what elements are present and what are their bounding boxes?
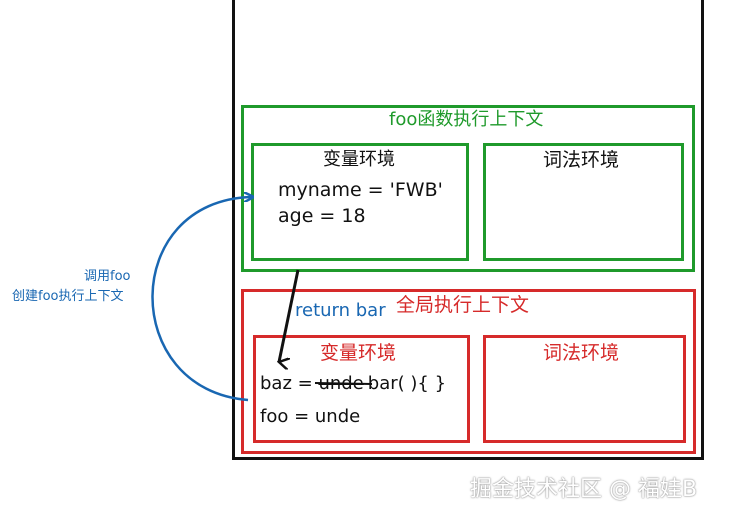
global-lexical-env-title: 词法环境 — [543, 342, 620, 364]
global-lexical-environment — [483, 335, 686, 443]
baz-function-value: bar( ){ } — [367, 373, 447, 394]
global-var-foo: foo = unde — [260, 406, 361, 427]
foo-var-myname: myname = 'FWB' — [278, 179, 443, 201]
call-stack-frame — [232, 0, 704, 460]
global-variable-env-title: 变量环境 — [320, 342, 397, 364]
call-foo-label: 调用foo — [84, 269, 131, 284]
call-foo-arrow — [151, 197, 252, 402]
foo-execution-context — [241, 105, 695, 272]
foo-lexical-env-title: 词法环境 — [543, 149, 620, 171]
baz-prefix: baz = — [260, 373, 319, 394]
foo-lexical-environment — [483, 143, 684, 261]
foo-context-title: foo函数执行上下文 — [389, 109, 544, 130]
baz-strike-extension — [314, 382, 373, 385]
return-bar-arrow — [279, 269, 300, 362]
create-foo-context-label: 创建foo执行上下文 — [12, 289, 124, 304]
foo-variable-env-title: 变量环境 — [323, 149, 395, 170]
watermark-text: 掘金技术社区 @ 福娃B — [470, 477, 698, 502]
foo-var-age: age = 18 — [278, 205, 366, 227]
return-bar-label: return bar — [295, 300, 386, 321]
global-context-title: 全局执行上下文 — [396, 294, 530, 316]
global-execution-context — [241, 289, 696, 454]
global-variable-environment — [253, 335, 470, 443]
